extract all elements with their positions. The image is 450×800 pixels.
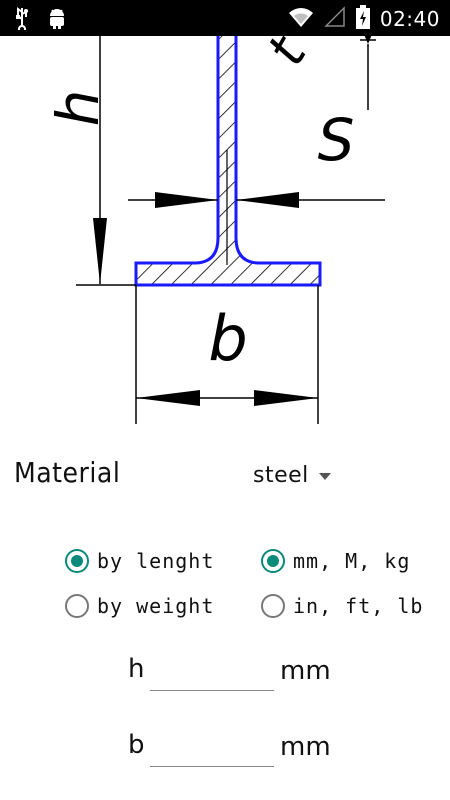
field-label-b: b xyxy=(128,730,145,760)
radio-checked-icon xyxy=(65,549,89,573)
dim-label-t: t xyxy=(256,36,319,75)
usb-icon xyxy=(12,6,32,34)
tee-section-drawing: h t S b xyxy=(0,26,450,428)
radio-label: by weight xyxy=(97,594,215,618)
wifi-icon xyxy=(288,6,314,32)
android-debug-icon xyxy=(46,6,68,34)
material-label: Material xyxy=(14,456,121,489)
dropdown-arrow-icon xyxy=(318,473,331,480)
dim-label-b: b xyxy=(208,302,247,375)
b-input[interactable] xyxy=(150,732,274,767)
status-bar: 02:40 xyxy=(0,0,450,36)
radio-label: mm, M, kg xyxy=(293,549,411,573)
signal-icon xyxy=(324,6,346,32)
radio-by-length[interactable]: by lenght xyxy=(65,549,214,573)
material-selected-value: steel xyxy=(253,463,309,488)
field-unit-b: mm xyxy=(280,732,331,762)
radio-unchecked-icon xyxy=(261,594,285,618)
field-row-h: h mm xyxy=(0,650,450,700)
radio-checked-icon xyxy=(261,549,285,573)
radio-label: in, ft, lb xyxy=(293,594,424,618)
field-label-h: h xyxy=(128,654,145,684)
dim-label-s: S xyxy=(318,106,355,174)
battery-charging-icon xyxy=(355,5,370,33)
clock: 02:40 xyxy=(379,7,440,31)
radio-metric-units[interactable]: mm, M, kg xyxy=(261,549,410,573)
field-unit-h: mm xyxy=(280,656,331,686)
field-row-b: b mm xyxy=(0,726,450,776)
radio-by-weight[interactable]: by weight xyxy=(65,594,214,618)
h-input[interactable] xyxy=(150,656,274,691)
dim-label-h: h xyxy=(44,90,112,127)
tee-profile xyxy=(134,36,322,287)
material-dropdown[interactable]: steel xyxy=(253,463,331,488)
radio-unchecked-icon xyxy=(65,594,89,618)
radio-imperial-units[interactable]: in, ft, lb xyxy=(261,594,423,618)
radio-label: by lenght xyxy=(97,549,215,573)
